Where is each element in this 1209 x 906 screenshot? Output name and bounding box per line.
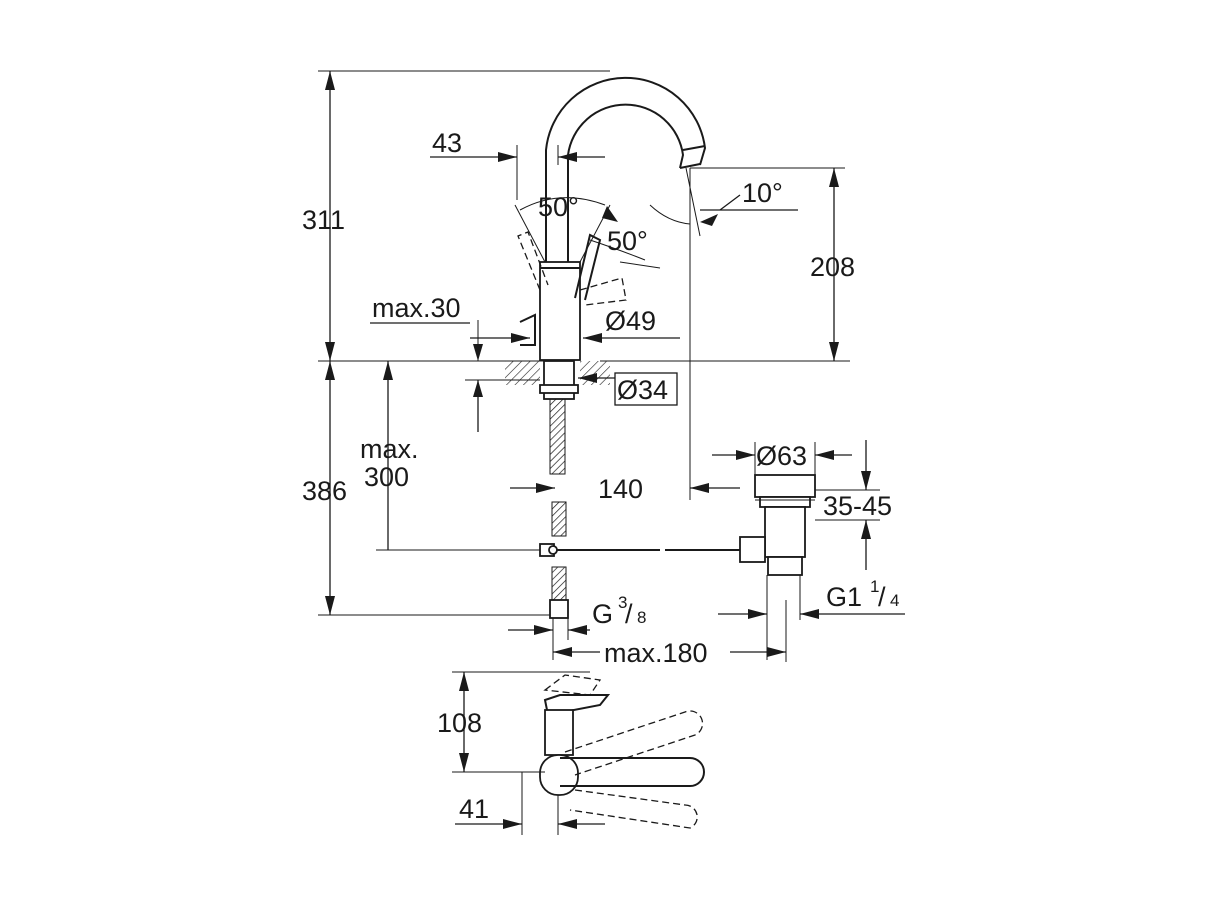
label-108: 108 — [437, 708, 482, 738]
label-g38-num: 3 — [618, 593, 627, 612]
dimension-labels: 311 43 50° 50° 10° 208 max.30 Ø49 Ø34 ma… — [302, 128, 899, 824]
label-max-depth-1: max. — [360, 434, 419, 464]
label-140: 140 — [598, 474, 643, 504]
label-g38-slash: / — [625, 599, 633, 629]
label-diameter-63: Ø63 — [756, 441, 807, 471]
label-g38-main: G — [592, 599, 613, 629]
label-g38-den: 8 — [637, 608, 646, 627]
label-diameter-34: Ø34 — [617, 375, 668, 405]
label-g114-slash: / — [878, 582, 886, 612]
label-386: 386 — [302, 476, 347, 506]
label-311: 311 — [302, 205, 345, 235]
label-g114-den: 4 — [890, 591, 899, 610]
label-max30: max.30 — [372, 293, 461, 323]
label-max180: max.180 — [604, 638, 708, 668]
label-g114-main: G1 — [826, 582, 862, 612]
label-max-depth-2: 300 — [364, 462, 409, 492]
label-g114-num: 1 — [870, 577, 879, 596]
label-angle-right: 50° — [607, 226, 648, 256]
label-208: 208 — [810, 252, 855, 282]
faucet-side-view — [505, 76, 740, 619]
label-41: 41 — [459, 794, 489, 824]
label-10deg: 10° — [742, 178, 783, 208]
dimension-lines — [318, 70, 905, 835]
label-35-45: 35-45 — [823, 491, 892, 521]
label-angle-left: 50° — [538, 192, 579, 222]
label-43: 43 — [432, 128, 462, 158]
waste-assembly — [739, 474, 816, 576]
faucet-top-view — [522, 674, 705, 829]
label-diameter-49: Ø49 — [605, 306, 656, 336]
